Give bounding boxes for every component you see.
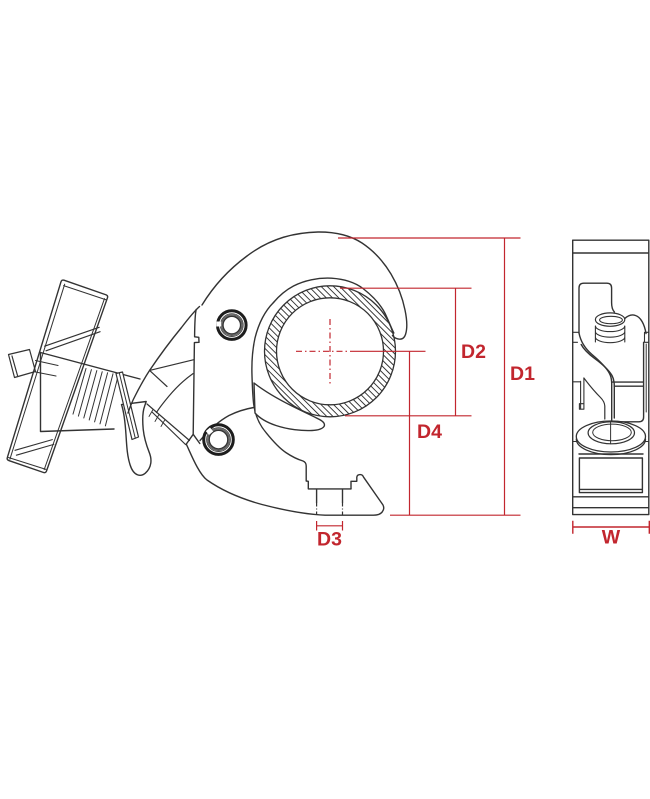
svg-text:D4: D4 bbox=[417, 421, 442, 443]
svg-text:D3: D3 bbox=[317, 529, 342, 551]
svg-text:D1: D1 bbox=[510, 363, 535, 385]
svg-text:W: W bbox=[602, 527, 621, 549]
svg-text:D2: D2 bbox=[461, 341, 486, 363]
